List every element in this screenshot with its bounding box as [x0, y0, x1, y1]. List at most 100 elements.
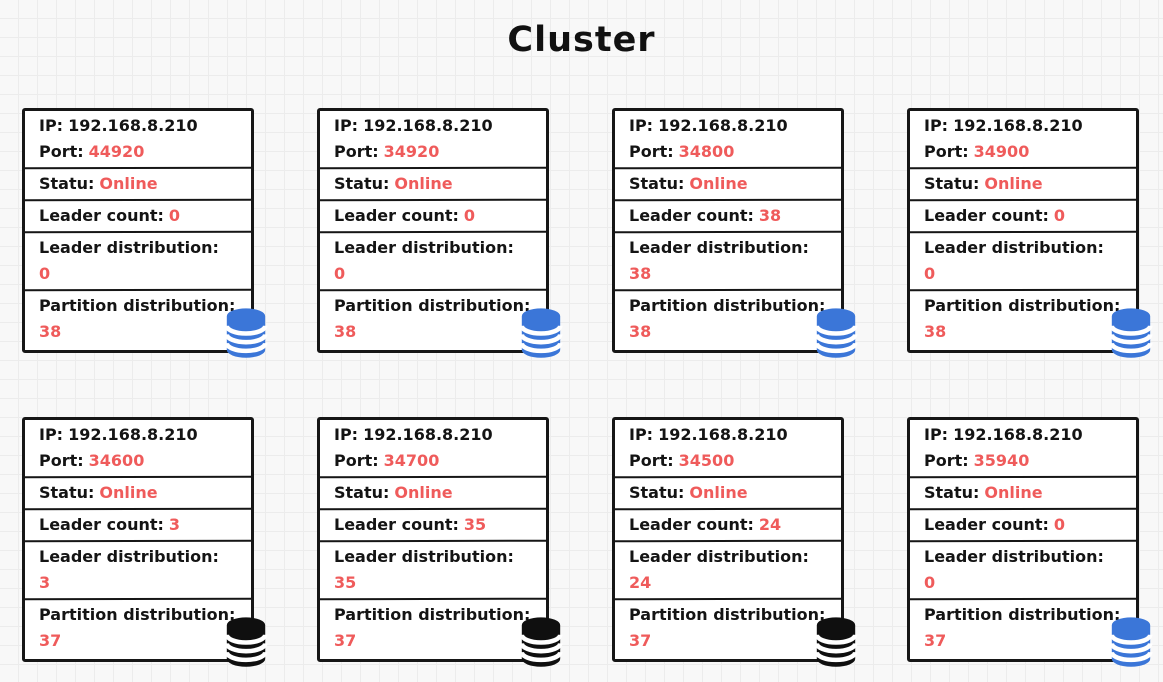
partition-distribution-label-line: Partition distribution:: [629, 293, 831, 319]
leader-distribution-label-line: Leader distribution:: [629, 544, 831, 570]
partition-distribution-label-line: Partition distribution:: [39, 293, 241, 319]
leader-distribution-label-line: Leader distribution:: [39, 544, 241, 570]
status-label: Statu:: [924, 483, 980, 502]
partition-distribution-label-line: Partition distribution:: [924, 602, 1126, 628]
leader-count-value: 3: [168, 515, 181, 534]
status-section: Statu:Online: [320, 169, 546, 199]
ip-line: IP:192.168.8.210: [629, 113, 831, 139]
database-icon: [814, 307, 858, 360]
leader-count-value: 0: [1053, 515, 1066, 534]
leader-count-line: Leader count:0: [924, 203, 1126, 229]
leader-count-value: 0: [463, 206, 476, 225]
ip-value: 192.168.8.210: [363, 425, 493, 444]
leader-count-line: Leader count:35: [334, 512, 536, 538]
ip-value: 192.168.8.210: [68, 425, 198, 444]
partition-distribution-label: Partition distribution:: [39, 296, 236, 315]
leader-distribution-value-line: 24: [629, 570, 831, 596]
partition-distribution-section: Partition distribution: 38: [910, 291, 1136, 347]
database-icon: [519, 616, 563, 669]
leader-distribution-value: 0: [924, 264, 936, 283]
partition-distribution-section: Partition distribution: 37: [320, 600, 546, 656]
status-label: Statu:: [334, 174, 390, 193]
port-line: Port:34500: [629, 448, 831, 474]
partition-distribution-section: Partition distribution: 37: [615, 600, 841, 656]
ip-label: IP:: [629, 116, 654, 135]
leader-distribution-label: Leader distribution:: [334, 547, 514, 566]
leader-distribution-value: 38: [629, 264, 652, 283]
page-title: Cluster: [507, 20, 656, 60]
status-label: Statu:: [924, 174, 980, 193]
status-section: Statu:Online: [25, 169, 251, 199]
leader-distribution-value: 24: [629, 573, 652, 592]
leader-distribution-value: 0: [334, 264, 346, 283]
ip-label: IP:: [629, 425, 654, 444]
node-card: IP:192.168.8.210 Port:34700 Statu:Online…: [317, 417, 563, 667]
leader-count-label: Leader count:: [39, 515, 164, 534]
leader-count-line: Leader count:24: [629, 512, 831, 538]
leader-distribution-label-line: Leader distribution:: [924, 235, 1126, 261]
leader-distribution-section: Leader distribution: 38: [615, 233, 841, 289]
partition-distribution-value-line: 37: [629, 628, 831, 654]
partition-distribution-label-line: Partition distribution:: [334, 293, 536, 319]
status-line: Statu:Online: [334, 171, 536, 197]
ip-port-section: IP:192.168.8.210 Port:34900: [910, 111, 1136, 167]
leader-count-section: Leader count:0: [320, 201, 546, 231]
leader-count-value: 35: [463, 515, 487, 534]
leader-count-section: Leader count:3: [25, 510, 251, 540]
partition-distribution-label-line: Partition distribution:: [39, 602, 241, 628]
leader-count-value: 24: [758, 515, 782, 534]
leader-count-section: Leader count:0: [910, 201, 1136, 231]
leader-distribution-value: 0: [39, 264, 51, 283]
partition-distribution-label: Partition distribution:: [39, 605, 236, 624]
ip-label: IP:: [334, 116, 359, 135]
port-label: Port:: [39, 451, 84, 470]
partition-distribution-value: 38: [629, 322, 652, 341]
ip-value: 192.168.8.210: [953, 116, 1083, 135]
status-label: Statu:: [39, 174, 95, 193]
leader-distribution-label: Leader distribution:: [39, 547, 219, 566]
ip-value: 192.168.8.210: [953, 425, 1083, 444]
port-value: 34920: [383, 142, 440, 161]
leader-distribution-label: Leader distribution:: [629, 238, 809, 257]
ip-port-section: IP:192.168.8.210 Port:34500: [615, 420, 841, 476]
leader-distribution-value-line: 0: [334, 261, 536, 287]
leader-distribution-value-line: 0: [39, 261, 241, 287]
partition-distribution-value-line: 37: [39, 628, 241, 654]
database-icon: [814, 616, 858, 669]
port-value: 34600: [88, 451, 145, 470]
leader-distribution-label: Leader distribution:: [334, 238, 514, 257]
leader-count-section: Leader count:0: [910, 510, 1136, 540]
ip-port-section: IP:192.168.8.210 Port:34920: [320, 111, 546, 167]
port-label: Port:: [334, 451, 379, 470]
leader-distribution-label-line: Leader distribution:: [334, 235, 536, 261]
leader-count-value: 0: [1053, 206, 1066, 225]
ip-port-section: IP:192.168.8.210 Port:34800: [615, 111, 841, 167]
ip-label: IP:: [334, 425, 359, 444]
leader-count-line: Leader count:38: [629, 203, 831, 229]
status-label: Statu:: [334, 483, 390, 502]
port-line: Port:35940: [924, 448, 1126, 474]
database-icon: [519, 307, 563, 360]
status-label: Statu:: [629, 483, 685, 502]
port-line: Port:34800: [629, 139, 831, 165]
leader-distribution-section: Leader distribution: 0: [320, 233, 546, 289]
status-line: Statu:Online: [39, 171, 241, 197]
leader-distribution-label: Leader distribution:: [629, 547, 809, 566]
ip-line: IP:192.168.8.210: [334, 422, 536, 448]
port-label: Port:: [39, 142, 84, 161]
ip-label: IP:: [39, 116, 64, 135]
node-card: IP:192.168.8.210 Port:34900 Statu:Online…: [907, 108, 1153, 358]
partition-distribution-label-line: Partition distribution:: [924, 293, 1126, 319]
partition-distribution-label: Partition distribution:: [629, 296, 826, 315]
node-card: IP:192.168.8.210 Port:34920 Statu:Online…: [317, 108, 563, 358]
partition-distribution-value-line: 37: [334, 628, 536, 654]
port-label: Port:: [629, 142, 674, 161]
partition-distribution-label: Partition distribution:: [334, 605, 531, 624]
node-card: IP:192.168.8.210 Port:44920 Statu:Online…: [22, 108, 268, 358]
partition-distribution-label-line: Partition distribution:: [334, 602, 536, 628]
port-line: Port:44920: [39, 139, 241, 165]
leader-count-section: Leader count:38: [615, 201, 841, 231]
port-label: Port:: [334, 142, 379, 161]
port-value: 44920: [88, 142, 145, 161]
partition-distribution-value-line: 38: [334, 319, 536, 345]
